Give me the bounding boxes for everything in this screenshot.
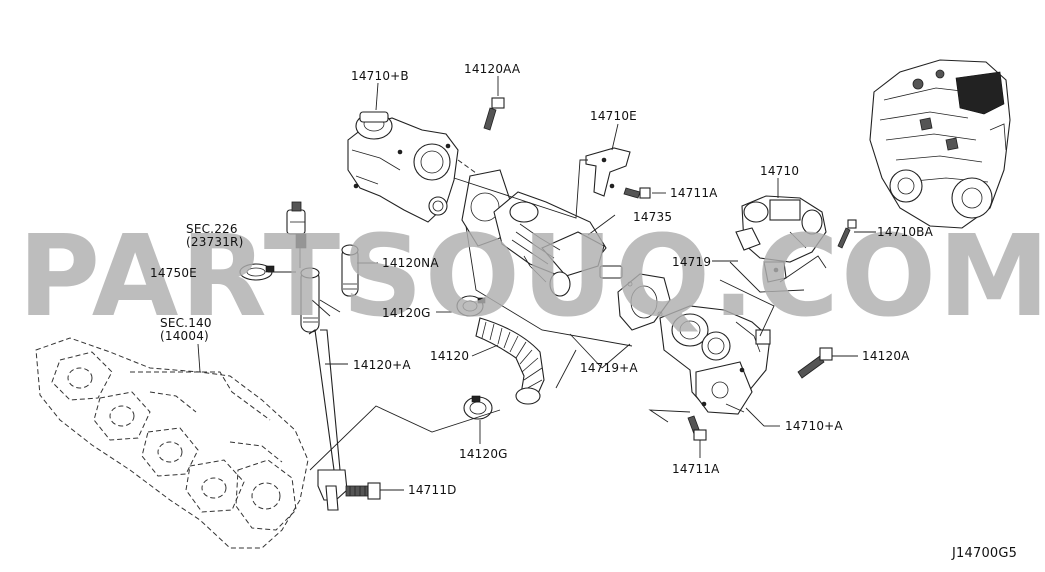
callout-14120aa: 14120AA (464, 62, 521, 76)
callout-14710-b: 14710+B (351, 69, 409, 83)
diagram-code: J14700G5 (952, 546, 1018, 561)
callout-14120na: 14120NA (382, 256, 439, 270)
exhaust-manifold-drawing (35, 337, 309, 549)
callout-14719: 14719 (672, 255, 712, 269)
section-ref-sec226-line1: SEC.226 (186, 222, 238, 236)
callout-14710: 14710 (760, 164, 800, 178)
gasket-middle-drawing (617, 273, 671, 331)
callout-14120g-left: 14120G (382, 306, 431, 320)
egr-valve-14710a-drawing (659, 305, 771, 415)
callout-14735: 14735 (633, 210, 673, 224)
bolt-14711a-bottom-drawing (687, 415, 707, 441)
bolt-14710ba-drawing (837, 219, 857, 249)
clamp-14120g-left-drawing (456, 295, 486, 317)
egr-tube-drawing (300, 267, 348, 511)
section-ref-sec226-line2: (23731R) (186, 235, 244, 249)
bolt-14120a-drawing (797, 347, 833, 379)
callout-14711a-top: 14711A (670, 186, 718, 200)
callout-14710e: 14710E (590, 109, 637, 123)
callout-14120a: 14120A (862, 349, 910, 363)
callout-14120g-bottom: 14120G (459, 447, 508, 461)
callout-14120-a: 14120+A (353, 358, 411, 372)
corrugated-hose-drawing (475, 317, 545, 405)
leader-lines (197, 76, 876, 491)
clamp-14120g-bottom-drawing (463, 395, 493, 420)
section-ref-sec140-line1: SEC.140 (160, 316, 212, 330)
section-ref-sec140-line2: (14004) (160, 329, 209, 343)
callout-14719-a: 14719+A (580, 361, 638, 375)
callout-14711d: 14711D (408, 483, 457, 497)
callout-14120: 14120 (430, 349, 470, 363)
temperature-sensor-drawing (345, 482, 381, 500)
hose-14120na-drawing (341, 244, 359, 297)
bolt-14711a-top-drawing (623, 187, 651, 199)
bracket-14710e-drawing (585, 147, 631, 197)
bolt-14120aa-drawing (483, 97, 505, 131)
egr-valve-14710b-drawing (347, 111, 521, 223)
sensor-sec226-drawing (286, 201, 307, 249)
engine-thumbnail (869, 59, 1011, 229)
callout-14710ba: 14710BA (877, 225, 934, 239)
callout-14710-a: 14710+A (785, 419, 843, 433)
callout-14711a-bottom: 14711A (672, 462, 720, 476)
egr-valve-14710-drawing (735, 195, 827, 283)
egr-cooler-drawing (493, 191, 623, 297)
callout-14750e: 14750E (150, 266, 197, 280)
